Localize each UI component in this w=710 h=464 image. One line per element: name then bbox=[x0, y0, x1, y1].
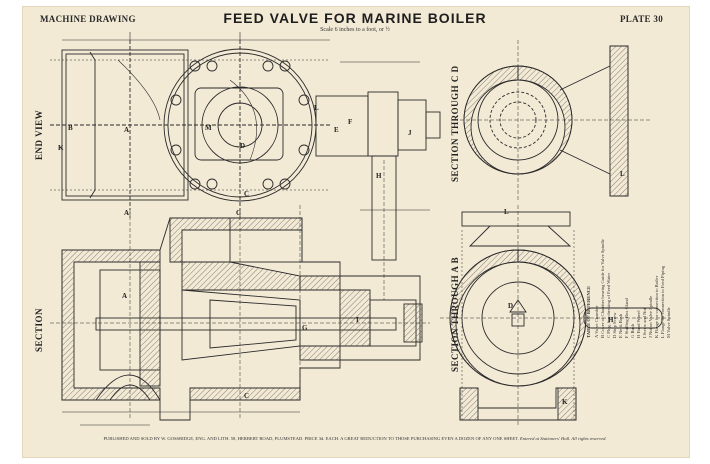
reference-item: I Screw and Nut bbox=[642, 308, 647, 338]
reference-item: K Flange for connection to Boiler bbox=[654, 275, 659, 338]
reference-item: D Stop Screw bbox=[612, 312, 617, 338]
callout-j: J bbox=[408, 129, 412, 137]
callout-h: H bbox=[376, 172, 382, 180]
callout-d2: D bbox=[508, 302, 513, 310]
reference-table: TABLE OF REFERENCE A Valve Chamber B Cov… bbox=[580, 220, 690, 340]
plate-number: PLATE 30 bbox=[620, 14, 663, 24]
scale-note: Scale 6 inches to a foot, or ½ bbox=[320, 27, 390, 33]
reference-item: H Hand Wheel bbox=[636, 310, 641, 338]
section-ab-view bbox=[440, 205, 670, 425]
callout-c: C bbox=[244, 190, 249, 198]
callout-l2: L bbox=[504, 208, 509, 216]
callout-d: D bbox=[240, 142, 245, 150]
reference-item: F Stuffing Box Gland bbox=[624, 298, 629, 338]
callout-b: B bbox=[68, 124, 73, 132]
callout-m: M bbox=[205, 124, 212, 132]
callouts: A B K M L D J E F H C I G A C L D H K L … bbox=[58, 104, 625, 406]
reference-item: J Nut on Valve Spindle bbox=[648, 295, 653, 338]
callout-a: A bbox=[124, 126, 129, 134]
plate-title: FEED VALVE FOR MARINE BOILER bbox=[223, 10, 487, 26]
callout-k: K bbox=[58, 144, 64, 152]
callout-h2: H bbox=[608, 316, 614, 324]
longitudinal-section bbox=[50, 160, 430, 426]
callout-l: L bbox=[314, 104, 319, 112]
reference-item: M Valve Spindle bbox=[666, 307, 671, 338]
reference-title: TABLE OF REFERENCE bbox=[586, 285, 591, 338]
reference-item: G Bush bbox=[630, 324, 635, 338]
callout-e: E bbox=[334, 126, 339, 134]
callout-i: I bbox=[356, 316, 359, 324]
reference-item: B Cover of Chamber bearing Guide for Val… bbox=[600, 239, 605, 338]
callout-a3: A bbox=[124, 209, 129, 217]
reference-item: E Neck Bush bbox=[618, 313, 623, 338]
plate-series-label: MACHINE DRAWING bbox=[40, 14, 136, 24]
callout-a2: A bbox=[122, 292, 127, 300]
callout-c3: C bbox=[236, 209, 241, 217]
callout-f: F bbox=[348, 118, 352, 126]
end-view bbox=[50, 40, 441, 261]
footer-copyright: Entered at Stationers' Hall. All rights … bbox=[520, 436, 607, 441]
publisher-footer: PUBLISHED AND SOLD BY W. GOSSRIDGE, ENG.… bbox=[0, 436, 710, 441]
callout-l3: L bbox=[620, 170, 625, 178]
reference-item: C Plug, for checking of Feed Water bbox=[606, 273, 611, 338]
callout-c2: C bbox=[244, 392, 249, 400]
section-cd-view bbox=[460, 40, 650, 200]
reference-item: L Flange for connection to Feed Piping bbox=[660, 265, 665, 338]
footer-text: PUBLISHED AND SOLD BY W. GOSSRIDGE, ENG.… bbox=[103, 436, 519, 441]
callout-k2: K bbox=[562, 398, 568, 406]
callout-g: G bbox=[302, 324, 308, 332]
reference-item: A Valve Chamber bbox=[594, 305, 599, 338]
